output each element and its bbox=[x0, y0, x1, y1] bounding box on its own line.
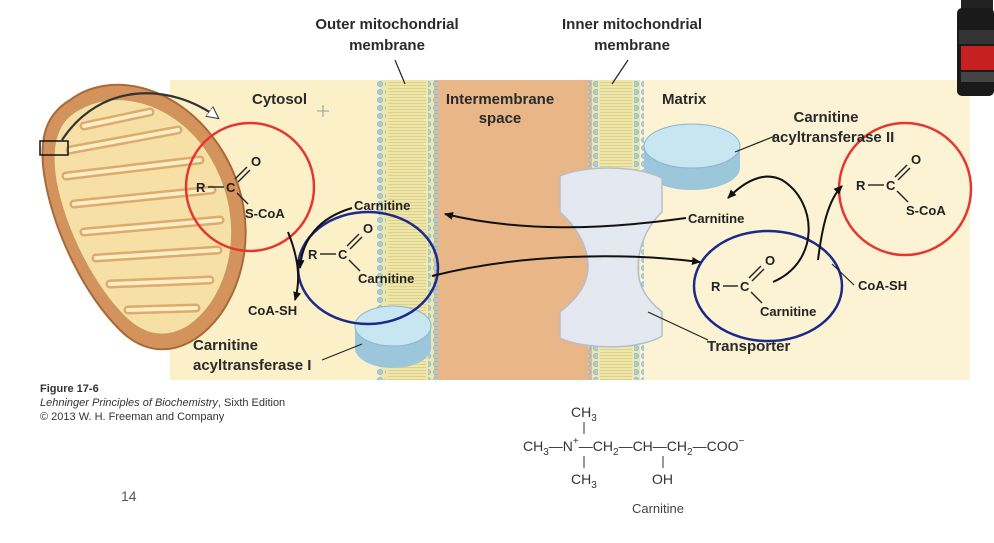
svg-text:R: R bbox=[856, 178, 866, 193]
leader-cat1 bbox=[321, 343, 363, 361]
svg-text:C: C bbox=[338, 247, 348, 262]
carnitine-acyltransferase-i-shape bbox=[354, 305, 432, 368]
leader-cat2 bbox=[734, 135, 776, 153]
acyl-coa-matrix-structure: R C O S-CoA bbox=[856, 152, 946, 218]
cat2-label-line1: Carnitine bbox=[793, 109, 858, 126]
carnitine-cytosol-label: Carnitine bbox=[354, 198, 410, 213]
carnitine-matrix-label: Carnitine bbox=[688, 211, 744, 226]
figure-number: Figure 17-6 bbox=[40, 383, 99, 395]
leader-transporter bbox=[647, 311, 709, 341]
outer-membrane-label-line1: Outer mitochondrial bbox=[315, 16, 458, 33]
svg-text:OH: OH bbox=[652, 471, 673, 487]
svg-text:R: R bbox=[308, 247, 318, 262]
inner-membrane-label-line2: membrane bbox=[594, 37, 670, 54]
transporter-shape bbox=[559, 167, 663, 348]
formula-name: Carnitine bbox=[632, 501, 684, 516]
svg-text:C: C bbox=[886, 178, 896, 193]
svg-text:CH3: CH3 bbox=[571, 404, 597, 424]
slide-number: 14 bbox=[121, 488, 137, 504]
arrow-coa-sh-release bbox=[287, 231, 301, 301]
arrow-carnitine-return bbox=[444, 211, 687, 229]
svg-text:C: C bbox=[226, 180, 236, 195]
arrow-acyl-coa-formation bbox=[817, 185, 843, 261]
zoom-arrow bbox=[61, 92, 218, 141]
zoom-box bbox=[39, 140, 69, 156]
leader-inner-membrane bbox=[611, 59, 629, 85]
arrow-carnitine-to-enzyme-ii bbox=[727, 175, 810, 283]
leader-coa-sh-matrix bbox=[831, 263, 855, 286]
figure-caption: Figure 17-6 Lehninger Principles of Bioc… bbox=[40, 382, 285, 424]
acylcarnitine-cytosol-structure: R C O Carnitine bbox=[308, 221, 414, 286]
svg-text:S-CoA: S-CoA bbox=[906, 203, 946, 218]
svg-text:O: O bbox=[765, 253, 775, 268]
svg-text:R: R bbox=[196, 180, 206, 195]
svg-text:S-CoA: S-CoA bbox=[245, 206, 285, 221]
book-edition: , Sixth Edition bbox=[217, 397, 286, 409]
leader-outer-membrane bbox=[394, 59, 406, 85]
arrow-acylcarnitine-import bbox=[431, 255, 701, 277]
svg-text:CH3—N+—CH2—CH—CH2—COO−: CH3—N+—CH2—CH—CH2—COO− bbox=[523, 436, 744, 458]
acyl-coa-cytosol-structure: R C O S-CoA bbox=[196, 154, 285, 221]
matrix-label: Matrix bbox=[662, 91, 707, 108]
svg-text:Carnitine: Carnitine bbox=[760, 304, 816, 319]
carnitine-structural-formula: CH3 CH3—N+—CH2—CH—CH2—COO− CH3 OH bbox=[523, 404, 744, 491]
acylcarnitine-matrix-structure: R C O Carnitine bbox=[711, 253, 816, 319]
supplement-bottle-image bbox=[955, 0, 994, 98]
svg-text:CH3: CH3 bbox=[571, 471, 597, 491]
book-title: Lehninger Principles of Biochemistry bbox=[40, 397, 218, 409]
coa-sh-cytosol-label: CoA-SH bbox=[248, 303, 297, 318]
intermembrane-label-line1: Intermembrane bbox=[446, 91, 554, 108]
carnitine-acyltransferase-ii-shape bbox=[643, 123, 741, 190]
intermembrane-label-line2: space bbox=[479, 110, 522, 127]
svg-text:O: O bbox=[251, 154, 261, 169]
arrow-carnitine-in-cytosol bbox=[296, 207, 353, 269]
transporter-label: Transporter bbox=[707, 338, 791, 355]
outer-membrane-label-line2: membrane bbox=[349, 37, 425, 54]
mitochondrion-illustration bbox=[41, 83, 247, 351]
svg-text:O: O bbox=[363, 221, 373, 236]
svg-text:O: O bbox=[911, 152, 921, 167]
coa-sh-matrix-label: CoA-SH bbox=[858, 278, 907, 293]
copyright: © 2013 W. H. Freeman and Company bbox=[40, 411, 225, 423]
svg-text:Carnitine: Carnitine bbox=[358, 271, 414, 286]
cat2-label-line2: acyltransferase II bbox=[772, 129, 895, 146]
cat1-label-line1: Carnitine bbox=[193, 337, 258, 354]
cursor-crosshair bbox=[317, 105, 329, 117]
svg-text:R: R bbox=[711, 279, 721, 294]
cat1-label-line2: acyltransferase I bbox=[193, 357, 311, 374]
acyl-coa-cytosol-circle bbox=[184, 121, 316, 253]
cytosol-label: Cytosol bbox=[252, 91, 307, 108]
acylcarnitine-matrix-circle bbox=[692, 229, 844, 343]
inner-membrane-label-line1: Inner mitochondrial bbox=[562, 16, 702, 33]
svg-text:C: C bbox=[740, 279, 750, 294]
